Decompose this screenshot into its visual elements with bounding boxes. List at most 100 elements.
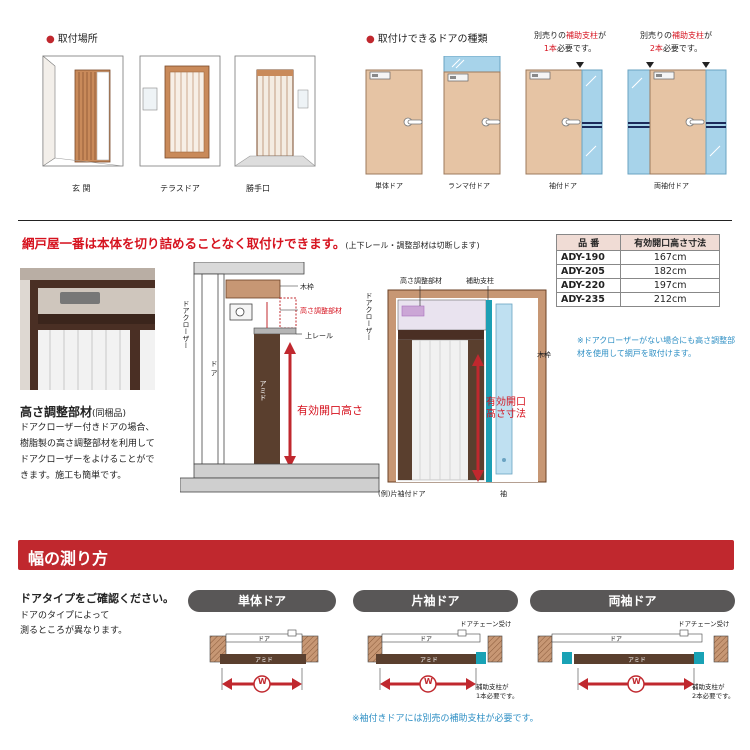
measure-band-title: 幅の測り方 xyxy=(28,549,109,568)
single-sleeve-note: 別売りの補助支柱が 1本必要です。 xyxy=(520,29,620,55)
install-location-illustrations xyxy=(42,55,316,167)
door-types-heading-text: 取付けできるドアの種類 xyxy=(377,34,488,45)
spec-header-model: 品 番 xyxy=(555,234,622,251)
measure-two-sleeve-door-label: ドア xyxy=(610,636,623,643)
entrance-illustration xyxy=(42,55,124,167)
measure-type-one-sleeve: 片袖ドア xyxy=(353,590,518,612)
measure-one-sleeve-door-label: ドア xyxy=(420,636,433,643)
side-label-wood-frame: 木枠 xyxy=(300,283,314,291)
front-label-wood-frame: 木枠 xyxy=(537,351,551,359)
aux-one-l2: 1本必要です。 xyxy=(476,692,519,700)
measure-single-amido-label: アミド xyxy=(255,657,273,664)
aux-two-l1: 補助支柱が xyxy=(692,683,725,691)
spec-header-size: 有効開口高さ寸法 xyxy=(620,234,720,251)
measure-one-sleeve-aux-note: 補助支柱が 1本必要です。 xyxy=(476,683,519,701)
install-location-backdoor: 勝手口 xyxy=(246,184,270,193)
side-label-effective-height: 有効開口高さ xyxy=(297,404,363,417)
note-double-count: 2本 xyxy=(649,44,663,53)
aux-one-l1: 補助支柱が xyxy=(476,683,509,691)
door-type-single: 単体ドア xyxy=(375,182,403,190)
measure-band: 幅の測り方 xyxy=(18,540,734,570)
install-location-entrance: 玄 関 xyxy=(72,184,91,193)
measure-two-sleeve-w-label: W xyxy=(632,677,641,686)
front-label-example: (例)片袖付ドア xyxy=(378,490,426,498)
spec-size: 212cm xyxy=(620,292,720,307)
door-type-sleeve: 袖付ドア xyxy=(549,182,577,190)
front-label-aux-pillar: 補助支柱 xyxy=(466,277,494,285)
measure-two-sleeve-amido-label: アミド xyxy=(628,657,646,664)
side-label-amido: アミド xyxy=(259,380,267,401)
adjuster-photo xyxy=(20,268,155,390)
spec-model: ADY-235 xyxy=(555,292,622,307)
aux-two-l2: 2本必要です。 xyxy=(692,692,735,700)
note-double-suffix: 必要です。 xyxy=(662,44,703,53)
note-single-prefix: 別売りの xyxy=(534,31,566,40)
mount-headline-main: 網戸屋一番は本体を切り詰めることなく取付けできます。 xyxy=(22,236,346,251)
door-type-illustrations xyxy=(365,56,727,175)
front-label-sleeve: 袖 xyxy=(500,490,507,498)
side-label-door: ド ア xyxy=(210,360,218,377)
note-double-mid: が xyxy=(704,31,712,40)
install-locations-heading: 取付場所 xyxy=(46,30,98,45)
measure-single-door-label: ドア xyxy=(258,636,271,643)
install-locations-heading-text: 取付場所 xyxy=(57,34,98,45)
side-section-diagram xyxy=(180,262,380,493)
transom-door-icon xyxy=(443,56,501,175)
spec-table-header: 品 番 有効開口高さ寸法 xyxy=(555,234,720,251)
measure-type-single: 単体ドア xyxy=(188,590,336,612)
mount-headline: 網戸屋一番は本体を切り詰めることなく取付けできます。(上下レール・調整部材は切断… xyxy=(22,233,480,252)
measure-two-sleeve-chain-label: ドアチェーン受け xyxy=(678,620,730,628)
spec-size: 167cm xyxy=(620,250,720,265)
door-types-heading: 取付けできるドアの種類 xyxy=(366,30,488,45)
back-door-illustration xyxy=(234,55,316,167)
measure-two-sleeve-aux-note: 補助支柱が 2本必要です。 xyxy=(692,683,735,701)
adjuster-description: ドアクローザー付きドアの場合、樹脂製の高さ調整部材を利用してドアクローザーをよけ… xyxy=(20,423,155,481)
measure-check-title: ドアタイプをご確認ください。 xyxy=(20,592,174,605)
measure-check-desc-l2: 測るところが異なります。 xyxy=(20,626,128,636)
measure-one-sleeve-chain-label: ドアチェーン受け xyxy=(460,620,512,628)
measure-check-desc: ドアのタイプによって 測るところが異なります。 xyxy=(20,609,127,639)
adjuster-title: 高さ調整部材(同梱品) xyxy=(20,401,126,420)
double-sleeve-door-icon xyxy=(627,62,727,175)
side-label-door-closer: ドアクローザー xyxy=(182,300,190,349)
front-elevation-diagram xyxy=(387,286,548,483)
section-divider xyxy=(18,220,732,221)
measure-check-desc-l1: ドアのタイプによって xyxy=(20,611,110,621)
front-label-height-adjuster: 高さ調整部材 xyxy=(400,277,442,285)
side-label-height-adjuster: 高さ調整部材 xyxy=(300,307,342,315)
front-effective-height-l2: 高さ寸法 xyxy=(486,409,526,420)
measure-two-sleeve-diagram xyxy=(537,629,729,693)
note-double-prefix: 別売りの xyxy=(640,31,672,40)
adjuster-title-sub: (同梱品) xyxy=(92,409,127,419)
adjuster-title-main: 高さ調整部材 xyxy=(20,405,93,419)
note-single-red: 補助支柱 xyxy=(566,31,598,40)
terrace-door-illustration xyxy=(139,55,221,167)
no-closer-note: ※ドアクローザーがない場合にも高さ調整部材を使用して網戸を取付けます。 xyxy=(577,336,736,358)
side-label-top-rail: 上レール xyxy=(305,332,333,340)
measure-one-sleeve-amido-label: アミド xyxy=(420,657,438,664)
front-label-effective-height: 有効開口 高さ寸法 xyxy=(486,397,526,421)
note-double-red: 補助支柱 xyxy=(672,31,704,40)
install-location-terrace: テラスドア xyxy=(160,184,200,193)
front-effective-height-l1: 有効開口 xyxy=(486,397,526,408)
double-sleeve-note: 別売りの補助支柱が 2本必要です。 xyxy=(626,29,726,55)
measure-one-sleeve-w-label: W xyxy=(424,677,433,686)
sleeve-door-icon xyxy=(525,62,603,175)
measure-diagrams xyxy=(209,629,729,693)
measure-one-sleeve-diagram xyxy=(367,629,503,693)
single-door-icon xyxy=(365,69,423,175)
spec-size: 197cm xyxy=(620,278,720,293)
measure-footer-note: ※袖付きドアには別売の補助支柱が必要です。 xyxy=(352,714,539,724)
spec-model: ADY-205 xyxy=(555,264,622,279)
spec-model: ADY-220 xyxy=(555,278,622,293)
mount-headline-sub: (上下レール・調整部材は切断します) xyxy=(345,241,480,250)
spec-model: ADY-190 xyxy=(555,250,622,265)
note-single-mid: が xyxy=(598,31,606,40)
door-type-transom: ランマ付ドア xyxy=(448,182,490,190)
note-single-count: 1本 xyxy=(543,44,557,53)
